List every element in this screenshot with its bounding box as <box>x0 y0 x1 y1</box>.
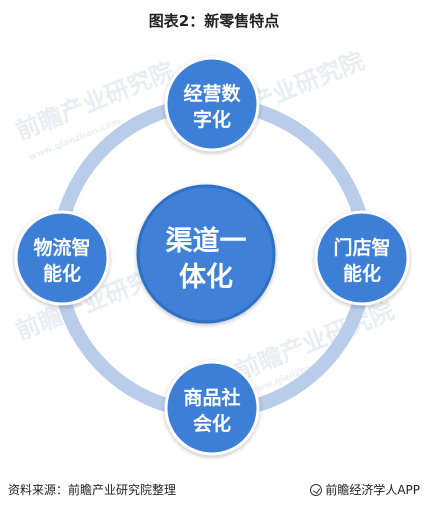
center-label-line-2: 体化 <box>179 262 233 293</box>
figure-title: 图表2：新零售特点 <box>148 12 280 30</box>
node-left-line-1: 物流智 <box>33 236 90 259</box>
node-left-line-2: 能化 <box>43 262 81 285</box>
brand-name: 前瞻经济学人APP <box>325 483 420 497</box>
node-bottom-line-1: 商品社 <box>183 386 240 409</box>
source-note: 资料来源：前瞻产业研究院整理 <box>8 483 177 497</box>
node-top-line-2: 字化 <box>193 108 231 131</box>
node-right-line-1: 门店智 <box>333 236 390 259</box>
node-top-line-1: 经营数 <box>183 82 241 105</box>
node-right-line-2: 能化 <box>343 262 381 285</box>
node-bottom-line-2: 会化 <box>193 412 231 435</box>
node-right: 门店智 能化 <box>314 210 410 306</box>
node-bottom: 商品社 会化 <box>164 360 260 456</box>
brand-logo-icon <box>310 483 323 496</box>
brand-credit: 前瞻经济学人APP <box>310 481 420 498</box>
node-top: 经营数 字化 <box>164 56 260 152</box>
node-left: 物流智 能化 <box>14 210 110 306</box>
center-label-line-1: 渠道一 <box>166 225 247 257</box>
center-node: 渠道一 体化 <box>136 184 276 324</box>
